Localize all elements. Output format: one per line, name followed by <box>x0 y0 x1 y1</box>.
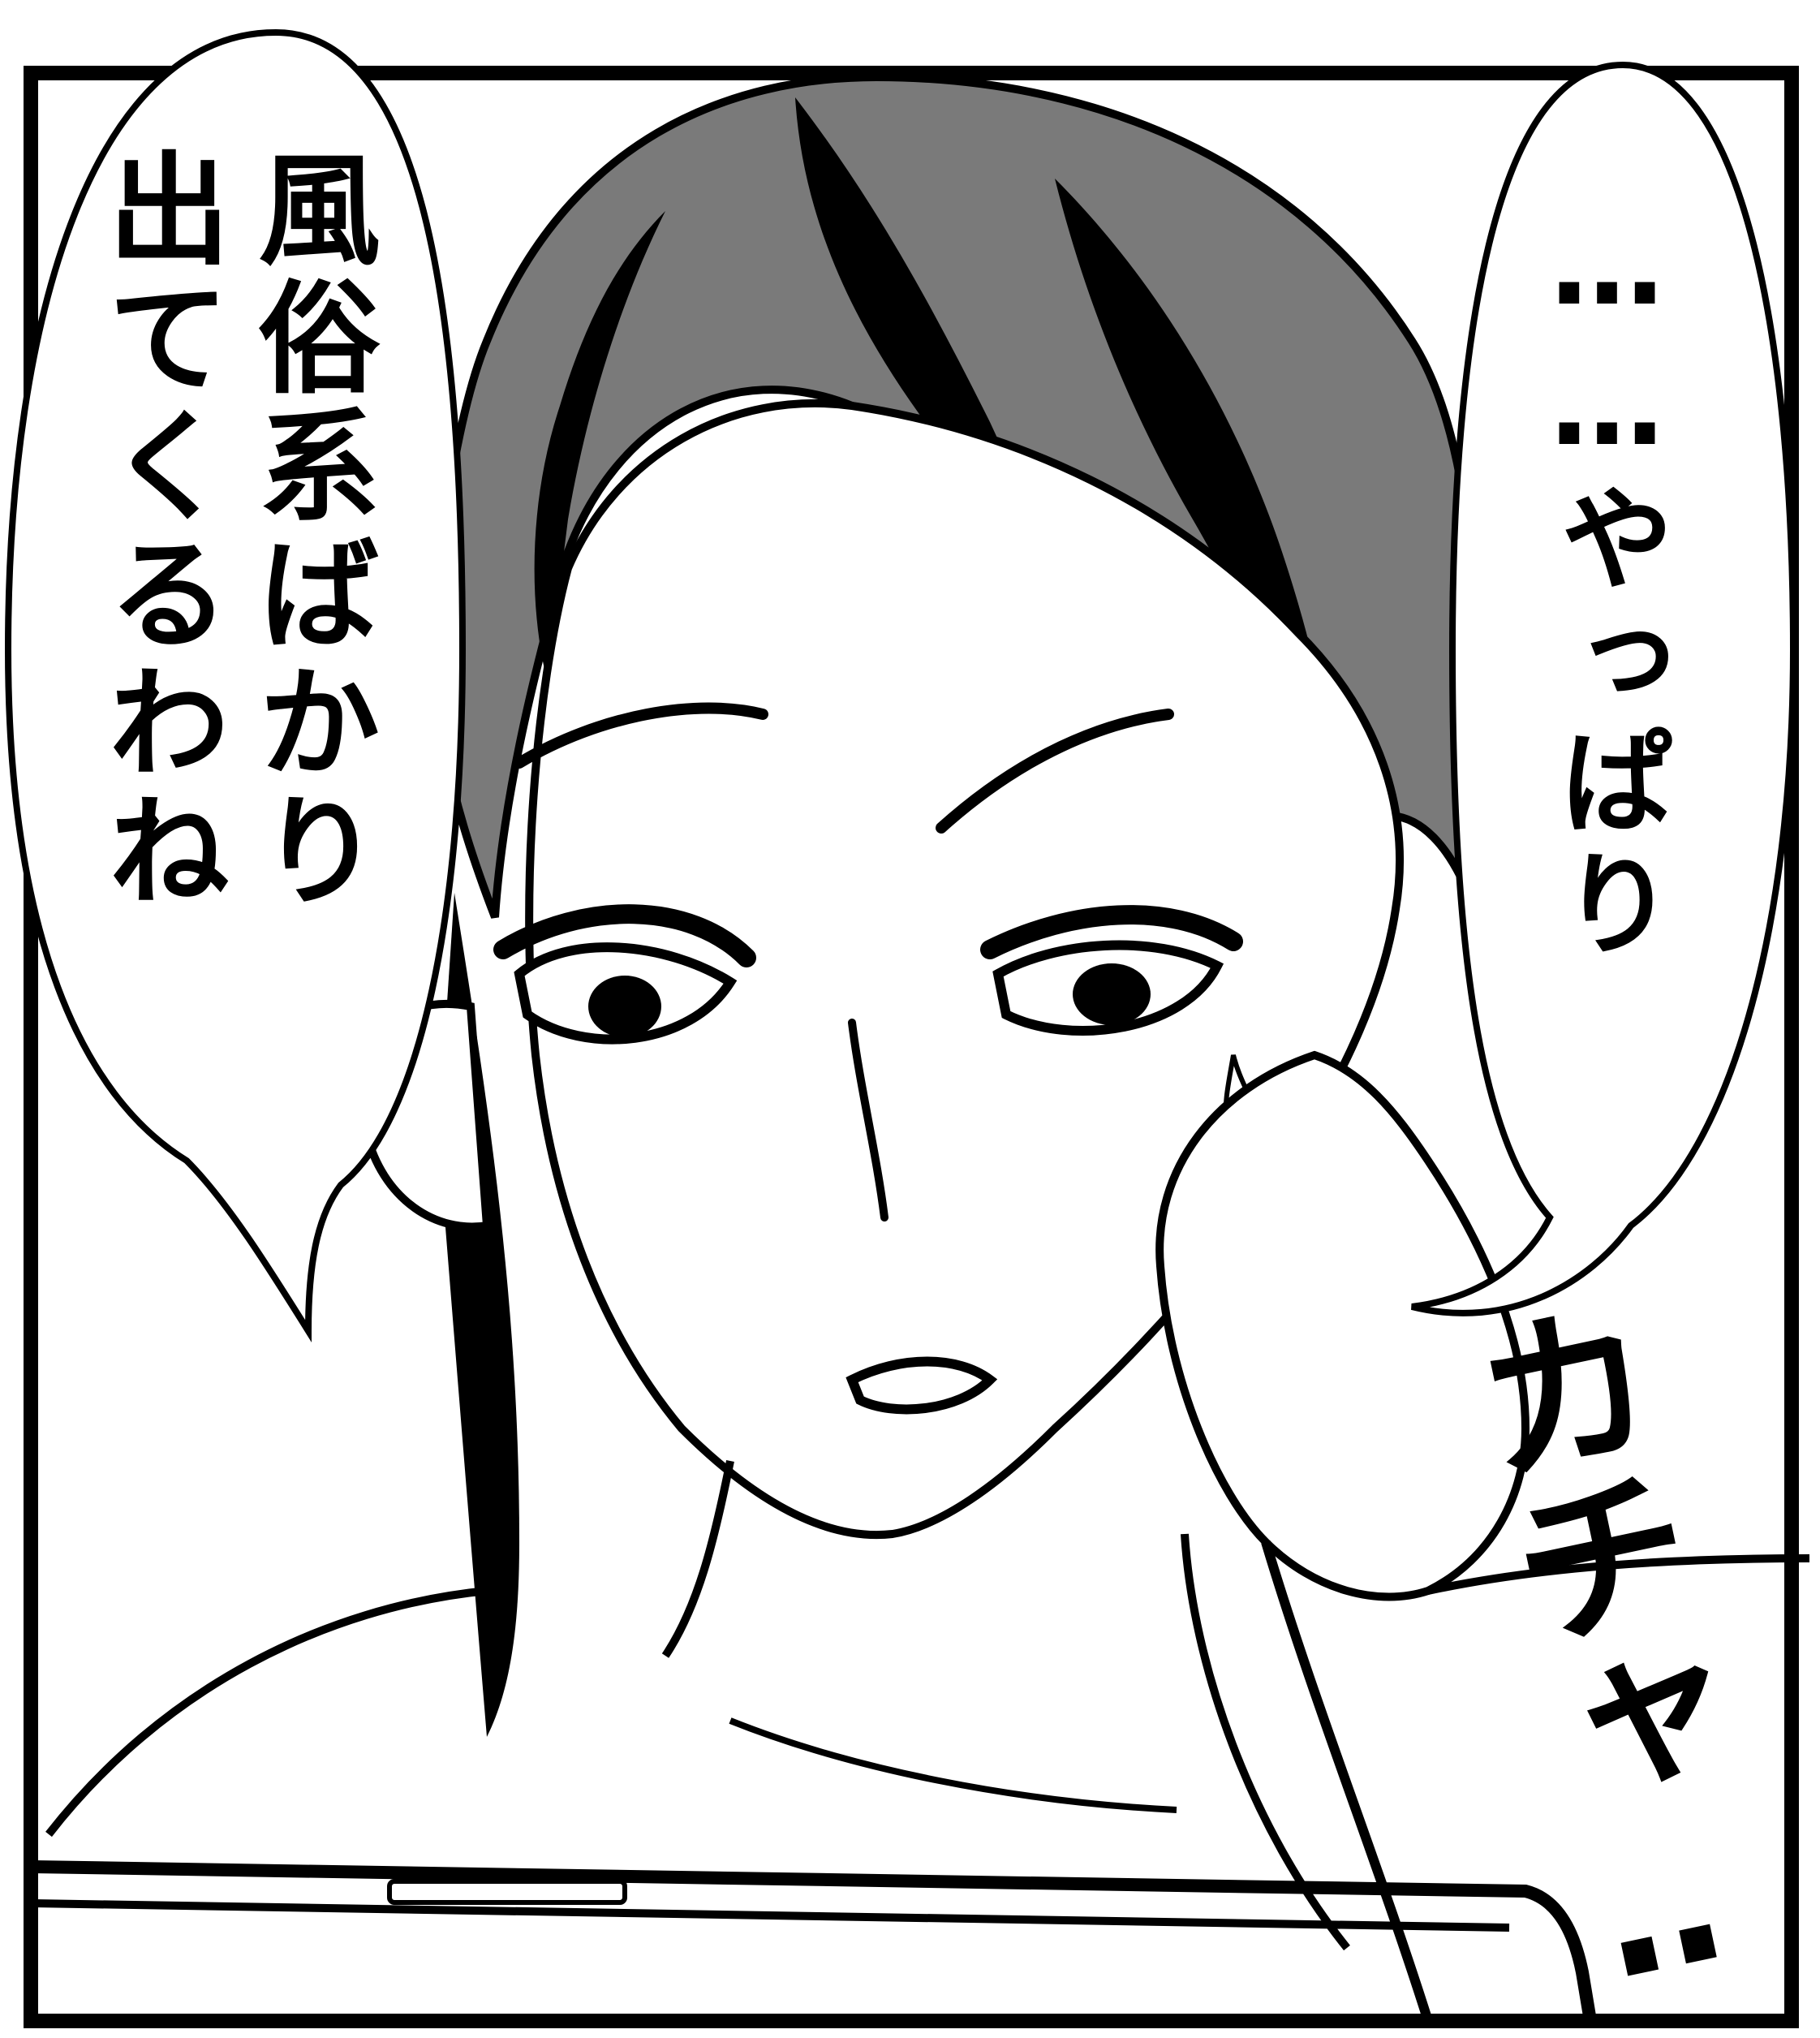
speech-line-2: 出てくるわね <box>88 146 229 916</box>
neck <box>661 1460 734 1658</box>
mouth <box>845 1356 998 1415</box>
laptop-front <box>32 1899 1510 1932</box>
eyebrow-right <box>936 709 1174 834</box>
speech-line-1: 風俗系ばかり <box>238 146 379 916</box>
nose <box>848 1019 888 1222</box>
eyelid-left <box>493 904 756 967</box>
speech-bubble-right <box>1411 61 1797 1316</box>
arm-right <box>1426 1554 1810 1595</box>
speech-right-text: ……やっぱり <box>1541 199 1673 967</box>
hand <box>1155 1050 1530 1601</box>
eyebrow-left <box>514 702 768 769</box>
laptop-hinge <box>387 1879 627 1905</box>
laptop-top <box>32 1860 1597 2023</box>
chest <box>1181 1533 1350 1951</box>
eyelid-right <box>980 905 1243 959</box>
shoulder-left <box>45 1587 488 1838</box>
pupil-right <box>1073 963 1151 1025</box>
arm <box>1261 1540 1433 2023</box>
collarbone <box>729 1717 1177 1813</box>
speech-bubble-left <box>4 28 467 1342</box>
pupil-left <box>588 976 661 1037</box>
